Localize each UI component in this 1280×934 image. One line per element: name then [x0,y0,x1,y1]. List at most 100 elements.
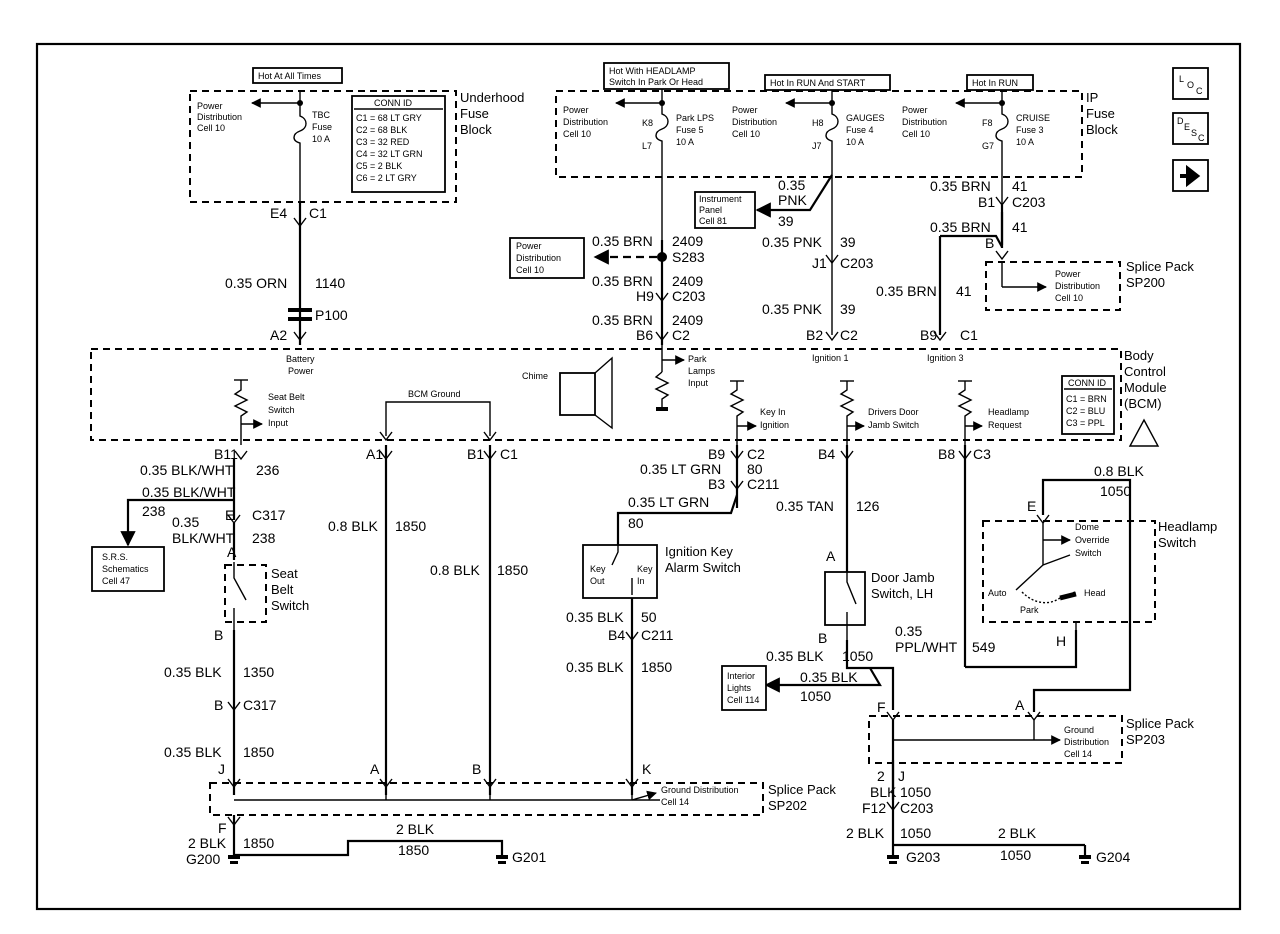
svg-text:238: 238 [252,530,276,546]
svg-text:1050: 1050 [800,688,831,704]
wire-1050-ground: 2 J BLK 1050 F12 C203 2 BLK 1050 2 BLK 1… [846,760,1087,863]
wire-126: B4 0.35 TAN 126 A [776,445,880,572]
svg-text:Interior: Interior [727,671,755,681]
svg-text:1850: 1850 [243,835,274,851]
svg-text:1350: 1350 [243,664,274,680]
splice-pack-sp200 [985,261,1121,311]
svg-text:Power: Power [732,105,758,115]
svg-text:C203: C203 [672,288,706,304]
svg-text:Cell 10: Cell 10 [563,129,591,139]
svg-text:0.35 PNK: 0.35 PNK [762,301,823,317]
svg-text:Switch: Switch [268,405,295,415]
srs-ref-box [91,546,165,592]
svg-text:B2: B2 [806,327,823,343]
desc-c: C [1198,133,1205,143]
svg-text:Override: Override [1075,535,1110,545]
svg-text:C1: C1 [500,446,518,462]
svg-text:0.35 PNK: 0.35 PNK [762,234,823,250]
svg-text:0.35 BRN: 0.35 BRN [592,273,653,289]
svg-text:Ground Distribution: Ground Distribution [661,785,739,795]
hot-run: Hot In RUN [972,78,1018,88]
svg-text:C211: C211 [747,476,780,492]
svg-text:Key: Key [637,564,653,574]
ground-g204-icon [1079,855,1091,864]
svg-text:Body: Body [1124,348,1154,363]
svg-text:E4: E4 [270,205,287,221]
svg-text:0.35 BLK/WHT: 0.35 BLK/WHT [142,484,236,500]
wire-50-1850: 0.35 BLK 50 B4 C211 0.35 BLK 1850 K [566,598,674,795]
svg-text:F8: F8 [982,118,993,128]
loc-button[interactable]: L O C [1172,67,1209,100]
svg-text:F: F [218,820,227,836]
svg-text:C2 = BLU: C2 = BLU [1066,406,1105,416]
svg-text:C317: C317 [252,507,286,523]
hot-all-times: Hot At All Times [258,71,322,81]
wire-1350-1850: 0.35 BLK 1350 B C317 0.35 BLK 1850 J [164,630,277,795]
ip-fuse-block [555,90,1083,178]
svg-text:Fuse 3: Fuse 3 [1016,125,1044,135]
svg-text:0.35 BLK: 0.35 BLK [566,659,624,675]
wire-1850-ground: F 2 BLK 1850 2 BLK 1850 [188,815,504,858]
svg-text:0.8 BLK: 0.8 BLK [1094,463,1144,479]
door-jamb-switch[interactable] [824,571,866,626]
svg-text:B4: B4 [818,446,835,462]
svg-text:E: E [1027,498,1036,514]
svg-text:Splice Pack: Splice Pack [1126,259,1194,274]
ip-title-1: IP [1086,90,1098,105]
svg-text:Module: Module [1124,380,1167,395]
svg-text:C203: C203 [1012,194,1046,210]
svg-text:80: 80 [628,515,644,531]
svg-text:Key In: Key In [760,407,786,417]
svg-text:2 BLK: 2 BLK [396,821,435,837]
svg-text:10 A: 10 A [1016,137,1034,147]
bcm-key-input: Key In Ignition [729,380,789,445]
svg-text:Distribution: Distribution [732,117,777,127]
ground-g203-icon [887,855,899,864]
svg-text:Cell 14: Cell 14 [661,797,689,807]
svg-text:39: 39 [840,234,856,250]
svg-text:C203: C203 [840,255,874,271]
svg-text:C1: C1 [309,205,327,221]
hot-headlamp-2: Switch In Park Or Head [609,77,703,87]
svg-text:1140: 1140 [315,275,345,291]
svg-text:C1 = BRN: C1 = BRN [1066,394,1107,404]
underhood-conn-id [351,95,446,193]
headlamp-switch[interactable] [982,520,1156,623]
next-arrow-button[interactable] [1172,159,1209,192]
svg-text:C317: C317 [243,697,277,713]
svg-text:39: 39 [840,301,856,317]
svg-text:J7: J7 [812,141,822,151]
uh-conn-c1: C1 = 68 LT GRY [356,113,422,123]
svg-text:Alarm Switch: Alarm Switch [665,560,741,575]
svg-text:B8: B8 [938,446,955,462]
svg-text:2409: 2409 [672,273,703,289]
desc-button[interactable]: D E S C [1172,112,1209,145]
svg-text:B4: B4 [608,627,625,643]
ignition-key-alarm-switch[interactable] [582,544,658,599]
svg-text:Input: Input [268,418,289,428]
svg-text:Power: Power [288,366,314,376]
svg-text:PNK: PNK [778,192,807,208]
svg-text:C203: C203 [900,800,934,816]
svg-text:Headlamp: Headlamp [988,407,1029,417]
svg-text:Request: Request [988,420,1022,430]
ipc-ref-box [694,191,756,229]
loc-c: C [1196,86,1203,96]
svg-text:41: 41 [1012,219,1028,235]
wire-39-branch [755,174,833,218]
svg-text:0.35 BRN: 0.35 BRN [930,178,991,194]
svg-text:Cell 10: Cell 10 [732,129,760,139]
svg-text:2 BLK: 2 BLK [188,835,227,851]
svg-text:C211: C211 [641,627,674,643]
svg-text:H: H [1056,633,1066,649]
svg-text:F: F [877,699,886,715]
svg-text:Cell 10: Cell 10 [516,265,544,275]
tbc-fuse-1: TBC [312,110,331,120]
svg-text:B1: B1 [467,446,484,462]
svg-text:0.35 ORN: 0.35 ORN [225,275,287,291]
svg-text:Head: Head [1084,588,1106,598]
svg-text:Fuse 4: Fuse 4 [846,125,874,135]
uh-pd-1: Power [197,101,223,111]
wire-80: B9 C2 0.35 LT GRN 80 B3 C211 0.35 LT GRN… [616,445,780,545]
svg-text:B9: B9 [708,446,725,462]
